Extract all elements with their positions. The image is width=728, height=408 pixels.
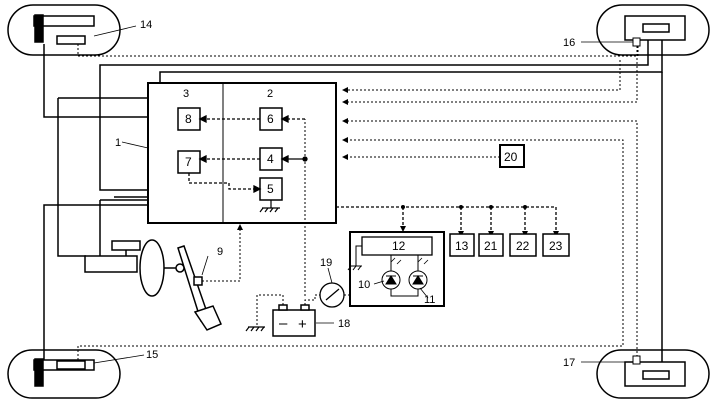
battery-plus: + <box>298 316 307 333</box>
warning-lamp-panel <box>347 231 445 307</box>
battery-minus: – <box>279 315 288 332</box>
label-6: 6 <box>267 112 274 126</box>
label-1: 1 <box>115 137 121 149</box>
hydraulic-lines <box>43 40 663 362</box>
sensor-16-box <box>632 37 641 47</box>
callout-labels: 1 2 3 4 5 6 7 8 9 10 11 12 13 14 15 16 1… <box>115 19 575 369</box>
label-21: 21 <box>484 239 498 253</box>
output-bus <box>336 206 557 231</box>
label-2: 2 <box>267 88 273 100</box>
label-4: 4 <box>267 152 274 166</box>
pedal-switch-arrow <box>237 224 243 230</box>
label-19: 19 <box>320 257 332 269</box>
wheel-front-right <box>596 4 710 56</box>
label-14: 14 <box>140 19 152 31</box>
label-8: 8 <box>185 112 192 126</box>
wheel-front-left <box>7 4 121 56</box>
label-22: 22 <box>516 239 530 253</box>
label-17: 17 <box>563 357 575 369</box>
sensor-signal-lines <box>77 42 639 360</box>
leader-lines <box>93 25 633 364</box>
ignition-switch <box>319 282 345 308</box>
brake-pedal-assembly <box>84 239 222 331</box>
battery-leads <box>256 119 316 327</box>
ecu-block <box>147 82 337 224</box>
label-3: 3 <box>183 88 189 100</box>
label-11: 11 <box>424 294 435 306</box>
label-5: 5 <box>267 182 274 196</box>
wheel-rear-left <box>7 349 121 399</box>
module-boxes <box>449 144 570 257</box>
label-15: 15 <box>146 349 158 361</box>
label-23: 23 <box>549 239 563 253</box>
pedal-switch-line <box>202 230 241 282</box>
arrowheads-ecu <box>342 87 348 160</box>
label-18: 18 <box>338 318 350 330</box>
label-13: 13 <box>455 239 469 253</box>
sensor-17-box <box>632 355 641 365</box>
battery-ground <box>245 326 265 332</box>
label-20: 20 <box>504 150 518 164</box>
wheel-rear-right <box>596 349 710 399</box>
label-12: 12 <box>392 239 406 253</box>
label-7: 7 <box>185 155 192 169</box>
label-9: 9 <box>217 246 223 258</box>
battery <box>272 304 316 337</box>
ground-symbol <box>259 200 280 213</box>
ecu-internal-links <box>188 114 308 194</box>
label-10: 10 <box>358 279 370 291</box>
label-16: 16 <box>563 37 575 49</box>
